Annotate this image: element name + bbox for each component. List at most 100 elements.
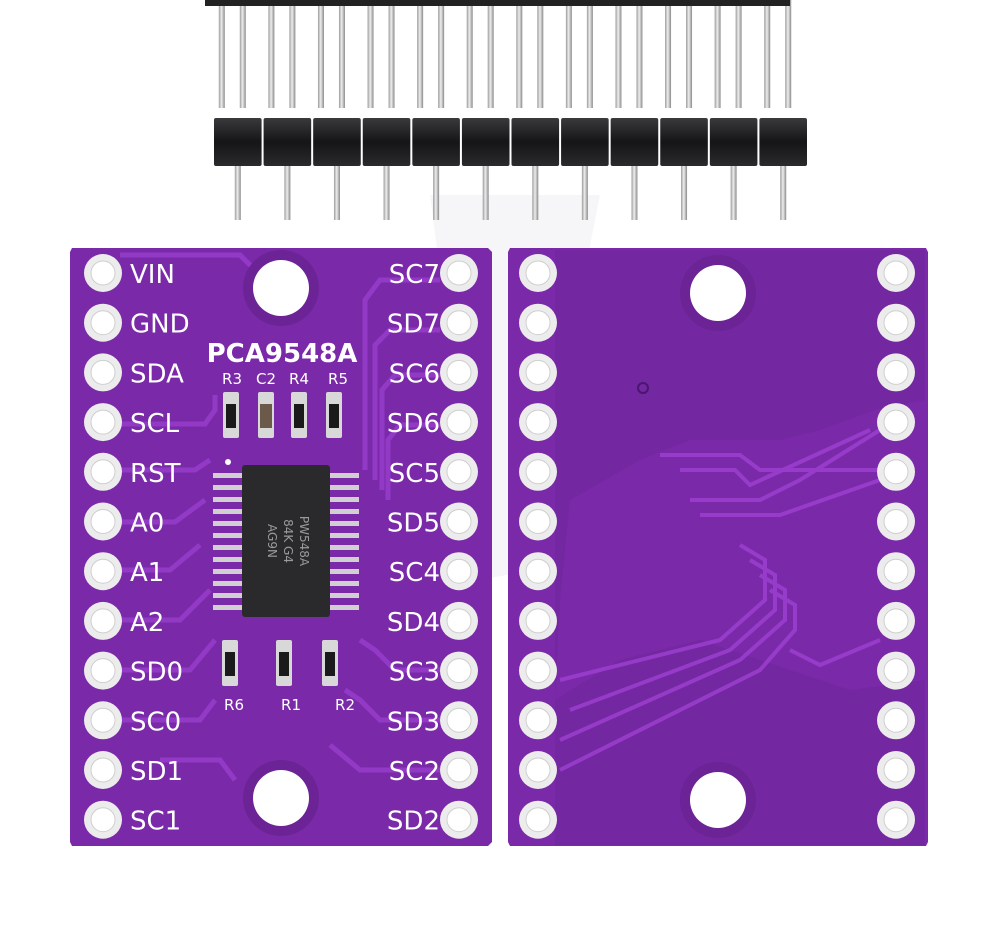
header-pin bbox=[284, 160, 291, 220]
header-pin bbox=[516, 0, 523, 108]
pin-label: SD4 bbox=[387, 608, 440, 638]
pin-pad bbox=[440, 502, 478, 541]
pin-pad bbox=[877, 701, 915, 740]
pin-label: SD7 bbox=[387, 310, 440, 340]
ic-leg bbox=[213, 545, 243, 550]
ic-leg bbox=[329, 581, 359, 586]
pcb-back bbox=[508, 248, 928, 846]
pin-pad bbox=[877, 601, 915, 640]
ic-leg bbox=[329, 593, 359, 598]
header-pin bbox=[686, 0, 693, 108]
pin-pad bbox=[84, 403, 122, 442]
header-pin bbox=[780, 160, 787, 220]
pin-label: SD5 bbox=[387, 509, 440, 539]
header-pin bbox=[714, 0, 721, 108]
pin-label: SC1 bbox=[130, 807, 181, 837]
header-pin bbox=[317, 0, 324, 108]
ic-leg bbox=[213, 569, 243, 574]
header-pin-housing bbox=[709, 118, 758, 166]
pin-label: SC3 bbox=[389, 658, 440, 688]
header-pin-housing bbox=[759, 118, 807, 166]
pin-header bbox=[205, 0, 807, 220]
pin-pad bbox=[519, 502, 557, 541]
ic-leg bbox=[213, 533, 243, 538]
mounting-hole bbox=[253, 260, 309, 316]
pin-label: GND bbox=[130, 310, 190, 340]
pin-pad bbox=[877, 502, 915, 541]
pin-label: VIN bbox=[130, 260, 175, 290]
ic-leg bbox=[329, 497, 359, 502]
ic-leg bbox=[329, 557, 359, 562]
pin-pad bbox=[519, 452, 557, 491]
pin-label: A1 bbox=[130, 558, 164, 588]
ic-leg bbox=[329, 521, 359, 526]
pin-pad bbox=[877, 651, 915, 690]
header-pin bbox=[289, 0, 296, 108]
header-pin bbox=[333, 160, 340, 220]
pin-pad bbox=[877, 303, 915, 342]
header-pin bbox=[388, 0, 395, 108]
pin-label: SD3 bbox=[387, 707, 440, 737]
top-components bbox=[223, 392, 342, 438]
pin-pad bbox=[84, 701, 122, 740]
pin-pad bbox=[84, 303, 122, 342]
header-pin-housing bbox=[511, 118, 560, 166]
pin-label: A0 bbox=[130, 509, 164, 539]
pin-pad bbox=[877, 800, 915, 839]
pin-pad bbox=[519, 303, 557, 342]
pin-label: SD0 bbox=[130, 658, 183, 688]
component-label: R1 bbox=[281, 696, 301, 714]
header-pin bbox=[586, 0, 593, 108]
pin-pad bbox=[440, 601, 478, 640]
header-pin bbox=[487, 0, 494, 108]
pin-label: SC4 bbox=[389, 558, 440, 588]
pin-label: SD1 bbox=[130, 757, 183, 787]
pin-label: SC0 bbox=[130, 707, 181, 737]
mounting-hole bbox=[690, 265, 746, 321]
pin-pad bbox=[440, 651, 478, 690]
pin-pad bbox=[440, 452, 478, 491]
pin-pad bbox=[84, 353, 122, 392]
ic-leg bbox=[213, 521, 243, 526]
ic-legs bbox=[213, 473, 359, 610]
ic-leg bbox=[329, 605, 359, 610]
pcb-back-ground-plane bbox=[555, 250, 925, 845]
pin-label: SCL bbox=[130, 409, 180, 439]
header-pin bbox=[338, 0, 345, 108]
pin-pad bbox=[877, 254, 915, 292]
pin-pad bbox=[877, 751, 915, 789]
header-pin bbox=[239, 0, 246, 108]
pin-pad bbox=[440, 303, 478, 342]
pin-pad bbox=[877, 452, 915, 491]
pin-label: SD2 bbox=[387, 807, 440, 837]
pin-pad bbox=[84, 651, 122, 690]
mounting-hole bbox=[253, 770, 309, 826]
header-pin-housing bbox=[660, 118, 708, 166]
ic-leg bbox=[213, 557, 243, 562]
pin-pad bbox=[877, 403, 915, 442]
header-pin-housing bbox=[610, 118, 659, 166]
header-pin-housing bbox=[263, 118, 312, 166]
header-pin bbox=[665, 0, 672, 108]
ic-leg bbox=[213, 485, 243, 490]
header-pin bbox=[383, 160, 390, 220]
header-pin bbox=[438, 0, 445, 108]
pin-pad bbox=[440, 254, 478, 292]
pin-pad bbox=[519, 254, 557, 292]
svg-text:AG9N: AG9N bbox=[265, 524, 279, 558]
pin-label: SC5 bbox=[389, 459, 440, 489]
header-pin bbox=[234, 160, 241, 220]
ic-leg bbox=[213, 605, 243, 610]
chip-name-label: PCA9548A bbox=[207, 339, 358, 369]
pin-pad bbox=[84, 552, 122, 591]
ic-marking: PW548A 84K G4 AG9N bbox=[265, 516, 311, 567]
header-pin bbox=[581, 160, 588, 220]
header-pin bbox=[218, 0, 225, 108]
header-pin bbox=[636, 0, 643, 108]
header-pin bbox=[764, 0, 771, 108]
ic-package bbox=[242, 465, 330, 617]
